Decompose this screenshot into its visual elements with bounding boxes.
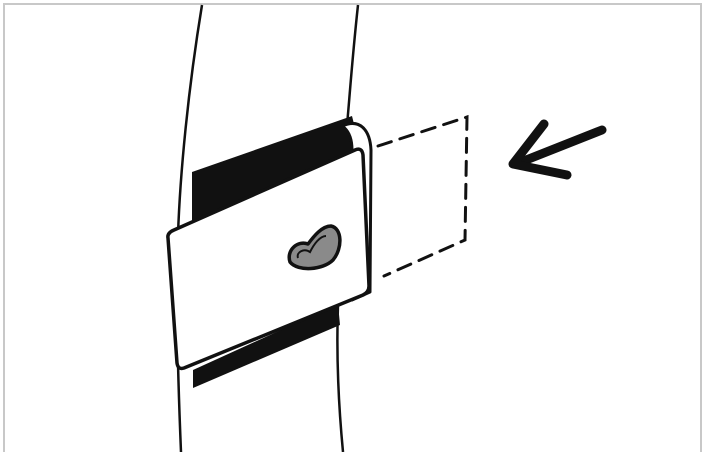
frame-border [3,3,702,452]
clip-front-face [166,147,371,371]
arrow-left-down-icon [508,119,607,180]
black-band-lower [193,304,340,388]
target-position-outline [376,114,469,278]
droplet-logo-icon [287,224,342,271]
black-band-upper [192,116,360,222]
